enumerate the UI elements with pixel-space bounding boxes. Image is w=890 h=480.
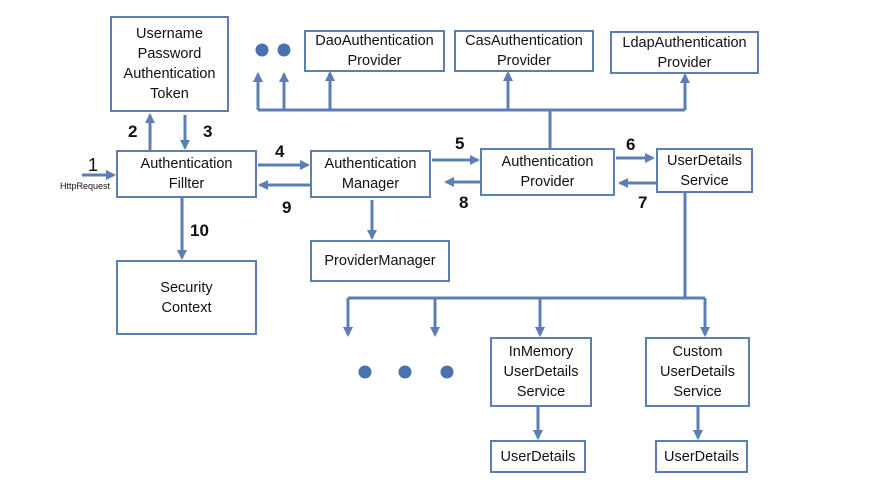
ellipsis-dot xyxy=(358,365,372,379)
step-2-label: 2 xyxy=(128,122,138,141)
http-request-label: HttpRequest xyxy=(60,181,111,191)
step-5-label: 5 xyxy=(455,134,465,153)
ellipsis-dot xyxy=(440,365,454,379)
cas-provider-box: CasAuthentication Provider xyxy=(454,30,594,72)
step-3-label: 3 xyxy=(203,122,213,141)
ellipsis-dot xyxy=(255,43,269,57)
provider-manager-box: ProviderManager xyxy=(310,240,450,282)
ellipsis-dot xyxy=(398,365,412,379)
step-8-label: 8 xyxy=(459,193,469,212)
authentication-manager-box: Authentication Manager xyxy=(310,150,431,198)
custom-user-details-service-box: Custom UserDetails Service xyxy=(645,337,750,407)
user-details-box: UserDetails xyxy=(655,440,748,473)
step-9-label: 9 xyxy=(282,198,292,217)
step-6-label: 6 xyxy=(626,135,636,154)
authentication-filter-box: Authentication Fillter xyxy=(116,150,257,198)
user-details-box: UserDetails xyxy=(490,440,586,473)
username-password-token-box: Username Password Authentication Token xyxy=(110,16,229,112)
uds-tree-trunk xyxy=(348,193,705,300)
user-details-service-box: UserDetails Service xyxy=(656,148,753,193)
inmemory-user-details-service-box: InMemory UserDetails Service xyxy=(490,337,592,407)
step-10-label: 10 xyxy=(190,221,209,240)
ellipsis-dot xyxy=(277,43,291,57)
step-7-label: 7 xyxy=(638,193,648,212)
step-4-label: 4 xyxy=(275,142,285,161)
step-1-label: 1 xyxy=(88,155,99,175)
authentication-provider-box: Authentication Provider xyxy=(480,148,615,196)
provider-tree-trunk xyxy=(258,108,685,148)
dao-provider-box: DaoAuthentication Provider xyxy=(304,30,445,72)
ldap-provider-box: LdapAuthentication Provider xyxy=(610,31,759,74)
security-context-box: Security Context xyxy=(116,260,257,335)
